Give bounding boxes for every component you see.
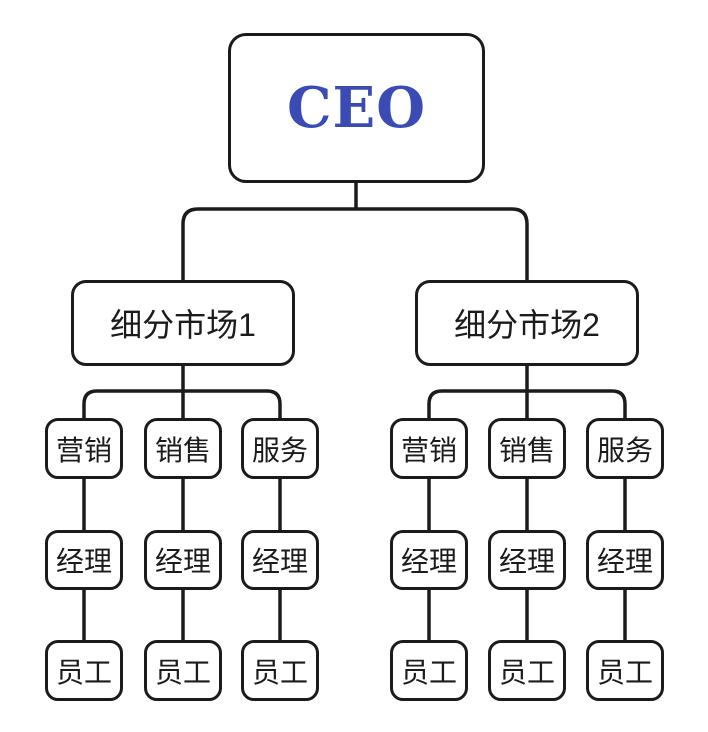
- node-staff-s1-marketing: 员工: [45, 640, 123, 701]
- node-staff-s2-sales: 员工: [488, 640, 566, 701]
- node-manager-s1-marketing: 经理: [45, 530, 123, 590]
- node-staff-s2-marketing: 员工: [390, 640, 468, 701]
- node-dept-s2-sales: 销售: [488, 418, 566, 479]
- node-ceo: CEO: [228, 33, 485, 183]
- node-manager-s2-marketing: 经理: [390, 530, 468, 590]
- node-manager-s2-service: 经理: [586, 530, 664, 590]
- node-segment-1: 细分市场1: [71, 280, 295, 366]
- node-segment-2: 细分市场2: [415, 280, 639, 366]
- node-staff-s1-service: 员工: [241, 640, 319, 701]
- node-staff-s2-service: 员工: [586, 640, 664, 701]
- connector-manager-staff: [82, 590, 627, 640]
- connector-ceo-bus: [181, 207, 529, 280]
- node-staff-s1-sales: 员工: [144, 640, 222, 701]
- node-manager-s2-sales: 经理: [488, 530, 566, 590]
- node-dept-s1-marketing: 营销: [45, 418, 123, 479]
- node-dept-s2-marketing: 营销: [390, 418, 468, 479]
- node-dept-s1-sales: 销售: [144, 418, 222, 479]
- node-dept-s2-service: 服务: [586, 418, 664, 479]
- connector-seg2-bus: [427, 389, 627, 418]
- node-manager-s1-sales: 经理: [144, 530, 222, 590]
- connector-dept-manager: [82, 479, 627, 530]
- connector-seg1-bus: [82, 389, 282, 418]
- node-dept-s1-service: 服务: [241, 418, 319, 479]
- node-manager-s1-service: 经理: [241, 530, 319, 590]
